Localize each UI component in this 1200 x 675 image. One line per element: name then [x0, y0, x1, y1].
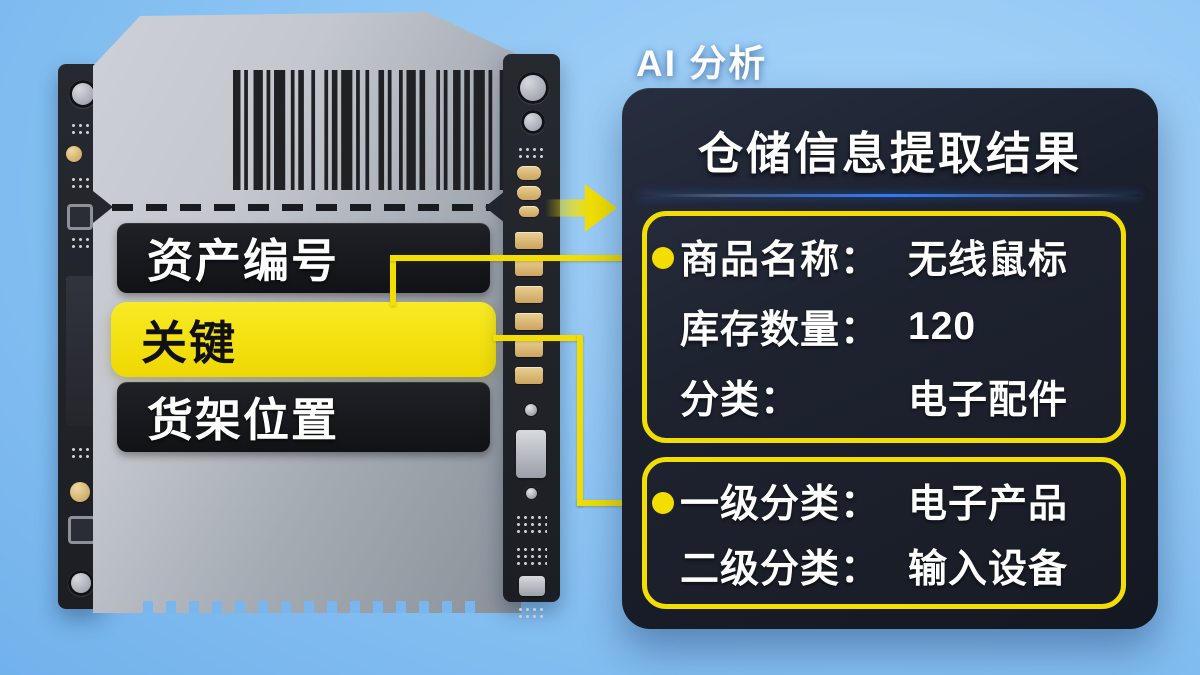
info-row: 一级分类： 电子产品: [680, 473, 1121, 529]
field-bar-key-highlighted: 关键: [111, 302, 496, 377]
screw-hole-icon: [521, 110, 545, 134]
info-label: 一级分类：: [680, 482, 881, 526]
chip-icon: [68, 516, 96, 544]
info-row: 商品名称： 无线鼠标: [680, 229, 1121, 285]
connector-line-b-vertical: [577, 335, 583, 506]
connector-dot-icon: [652, 492, 674, 514]
pcb-component: [66, 276, 96, 426]
panel-title: 仓储信息提取结果: [697, 128, 1082, 179]
info-value: 电子产品: [908, 482, 1069, 526]
tear-notch-right: [485, 191, 505, 223]
info-box-category: 一级分类： 电子产品 二级分类： 输入设备: [642, 457, 1126, 609]
info-label: 二级分类：: [680, 547, 881, 591]
field-bar-label: 资产编号: [147, 235, 339, 287]
connector-dot-icon: [652, 247, 674, 269]
info-value: 输入设备: [908, 547, 1069, 591]
info-value: 120: [908, 305, 977, 348]
plate-serrated-edge: [130, 601, 476, 613]
screw-hole-icon: [517, 72, 549, 104]
solder-dot-grid: [70, 236, 92, 252]
field-bar-asset-number: 资产编号: [117, 223, 490, 293]
panel-divider: [640, 194, 1140, 197]
screw-hole-icon: [68, 570, 94, 596]
solder-dot-grid: [517, 606, 545, 620]
solder-dot-grid: [517, 146, 545, 160]
connector-line-a-vertical: [390, 258, 396, 306]
gold-pad-icon: [70, 482, 90, 502]
info-row: 二级分类： 输入设备: [680, 538, 1121, 594]
field-bar-shelf-location: 货架位置: [117, 382, 490, 452]
gold-contact-pad: [515, 340, 543, 357]
gold-contact-pad: [515, 259, 543, 276]
gold-contact-pad: [515, 367, 543, 384]
perforation-dashed-line: [112, 204, 504, 211]
info-row: 库存数量： 120: [680, 299, 1121, 355]
screw-hole-icon: [69, 80, 97, 108]
screw-icon: [524, 486, 539, 501]
gold-pad-icon: [66, 146, 82, 162]
gold-pad-icon: [517, 166, 541, 180]
solder-dot-grid: [70, 122, 92, 138]
gold-contact-pad: [515, 232, 543, 249]
info-label: 商品名称：: [680, 239, 881, 282]
ai-analysis-caption: AI 分析: [636, 43, 768, 84]
chip-icon: [67, 204, 93, 230]
info-value: 电子配件: [908, 379, 1069, 422]
info-value: 无线鼠标: [908, 239, 1069, 282]
screw-icon: [523, 402, 539, 418]
connector-component: [516, 430, 546, 478]
info-box-product: 商品名称： 无线鼠标 库存数量： 120 分类： 电子配件: [642, 211, 1126, 443]
field-bar-label: 关键: [141, 316, 237, 369]
field-bar-label: 货架位置: [147, 394, 339, 446]
info-label: 分类：: [680, 379, 801, 422]
tear-notch-left: [93, 191, 113, 223]
solder-dot-grid: [70, 176, 92, 192]
pcb-strip-right: [503, 54, 560, 620]
smd-component: [519, 576, 545, 596]
gold-pad-icon: [517, 186, 541, 200]
connector-line-b-horizontal-1: [493, 335, 583, 341]
info-label: 库存数量：: [680, 309, 881, 352]
solder-dot-grid: [515, 514, 547, 536]
solder-dot-grid: [515, 546, 547, 568]
extraction-result-panel: 仓储信息提取结果 商品名称： 无线鼠标 库存数量： 120 分类： 电子配件 一…: [622, 88, 1158, 629]
solder-dot-grid: [70, 446, 92, 462]
gold-pad-icon: [519, 206, 539, 217]
gold-contact-pad: [515, 313, 543, 330]
connector-line-a-horizontal: [390, 255, 663, 261]
gold-contact-pad: [515, 286, 543, 303]
info-row: 分类： 电子配件: [680, 369, 1121, 425]
